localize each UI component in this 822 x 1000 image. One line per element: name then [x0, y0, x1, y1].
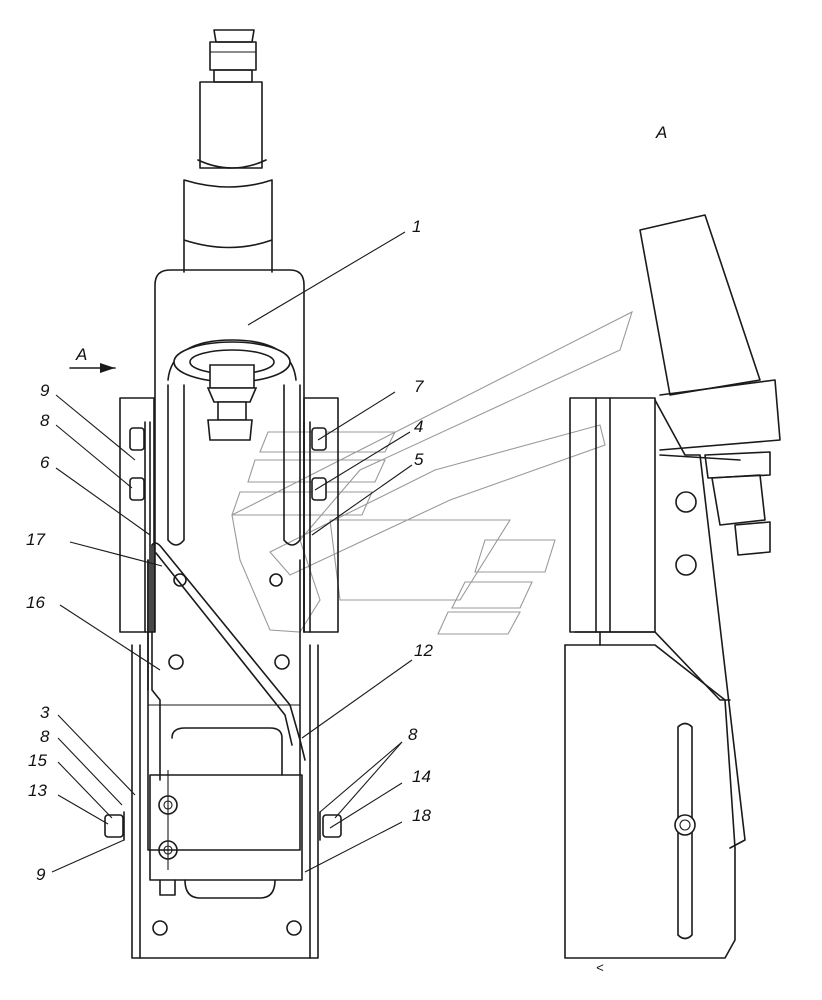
callout-9-lower: 9: [36, 865, 46, 884]
callout-6: 6: [40, 453, 50, 472]
lower-bracket: [131, 542, 319, 959]
callout-labels: 1 7 4 5 9 8 6 17 16 12 3 8 15 13 9 8 14 …: [26, 123, 667, 975]
leader-lines: [51, 231, 413, 873]
direction-arrow: [69, 363, 116, 373]
column-housing: [154, 269, 305, 633]
front-view: [69, 29, 342, 959]
callout-3: 3: [40, 703, 50, 722]
callout-14: 14: [412, 767, 431, 786]
lower-fasteners: [104, 811, 342, 841]
callout-18: 18: [412, 806, 431, 825]
callout-7: 7: [414, 377, 424, 396]
side-view-a: [564, 214, 781, 959]
callout-4: 4: [414, 417, 423, 436]
callout-1: 1: [412, 217, 421, 236]
callout-16: 16: [26, 593, 45, 612]
watermark-logo: [231, 310, 633, 635]
callout-8-right: 8: [408, 725, 418, 744]
callout-5: 5: [414, 450, 424, 469]
arrow-label-a: A: [75, 345, 87, 364]
callout-17: 17: [26, 530, 45, 549]
callout-13: 13: [28, 781, 47, 800]
steering-shaft: [183, 29, 273, 273]
callout-9-upper: 9: [40, 381, 50, 400]
callout-8-left: 8: [40, 727, 50, 746]
callout-12: 12: [414, 641, 433, 660]
switch-box: [149, 727, 303, 899]
callout-8-upper: 8: [40, 411, 50, 430]
upper-bracket: [119, 397, 339, 633]
view-label-a: A: [655, 123, 667, 142]
small-mark: <: [596, 960, 604, 975]
callout-15: 15: [28, 751, 47, 770]
